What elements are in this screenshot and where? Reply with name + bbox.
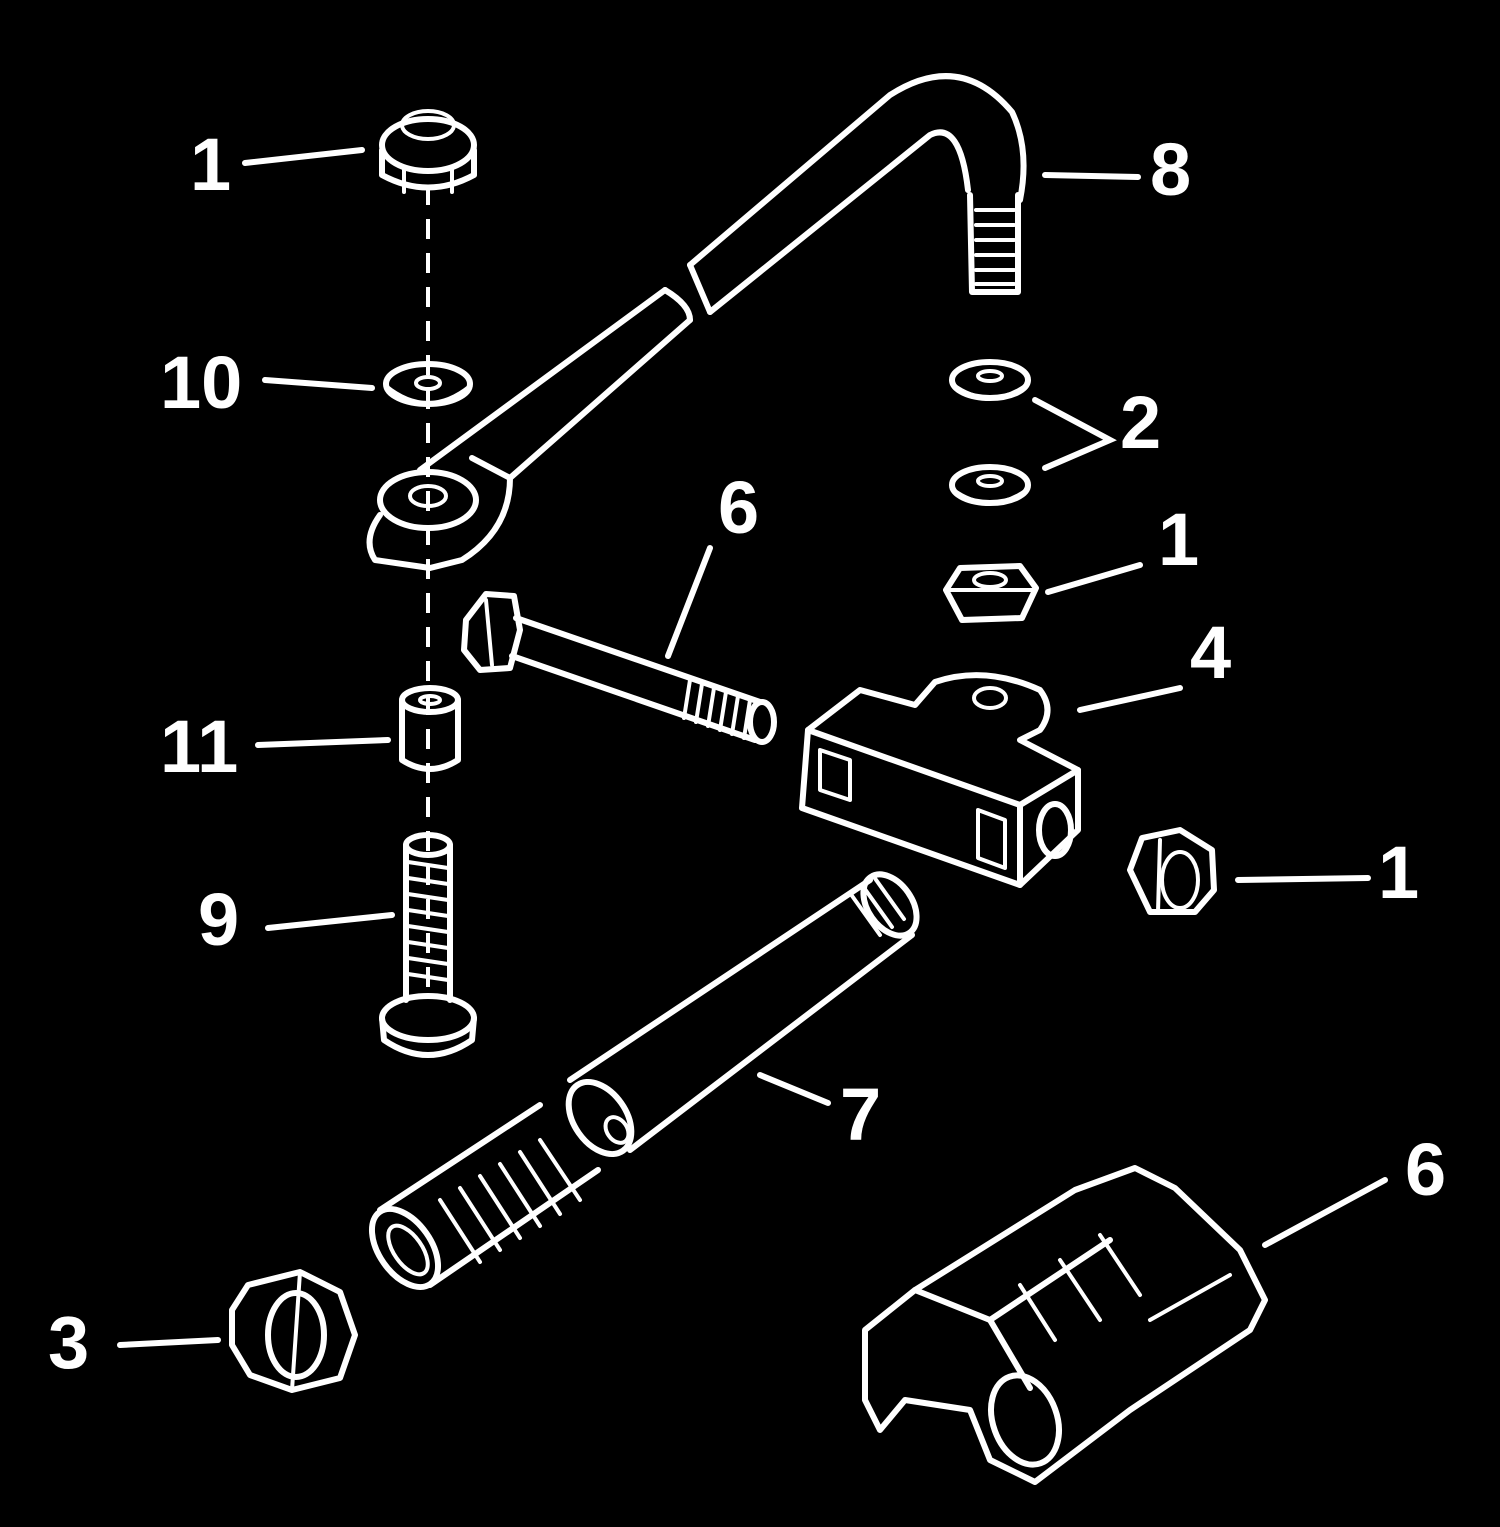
callout-11: 11 (160, 705, 238, 788)
lock-nut-top (379, 109, 477, 194)
callout-4: 4 (1190, 611, 1231, 694)
hex-bolt (461, 591, 777, 745)
callout-8: 8 (1150, 128, 1191, 211)
flanged-bolt (379, 832, 477, 1058)
callout-3: 3 (48, 1301, 89, 1384)
callout-10: 10 (160, 341, 242, 424)
callout-1-mid: 1 (1158, 498, 1199, 581)
hex-nut-mid (943, 563, 1039, 623)
washer (383, 361, 473, 407)
large-hex-nut (229, 1269, 358, 1393)
spacer-bushing (399, 685, 461, 772)
threaded-tube (368, 871, 920, 1291)
steering-bracket (862, 1165, 1268, 1485)
lock-nut-right (1127, 827, 1217, 915)
callout-9: 9 (198, 878, 239, 961)
callout-7: 7 (840, 1073, 881, 1156)
callout-1-top: 1 (190, 123, 231, 206)
callout-6-bracket: 6 (1405, 1128, 1446, 1211)
washer-pair (949, 359, 1031, 506)
clamp-block (799, 672, 1081, 888)
steering-link-rod (366, 73, 1027, 571)
leader-lines (117, 147, 1388, 1348)
callout-6-bolt: 6 (718, 466, 759, 549)
callout-1-right: 1 (1378, 831, 1419, 914)
callout-2: 2 (1120, 381, 1161, 464)
callout-labels: 1 8 10 2 6 1 4 11 1 9 7 6 3 (48, 123, 1446, 1384)
